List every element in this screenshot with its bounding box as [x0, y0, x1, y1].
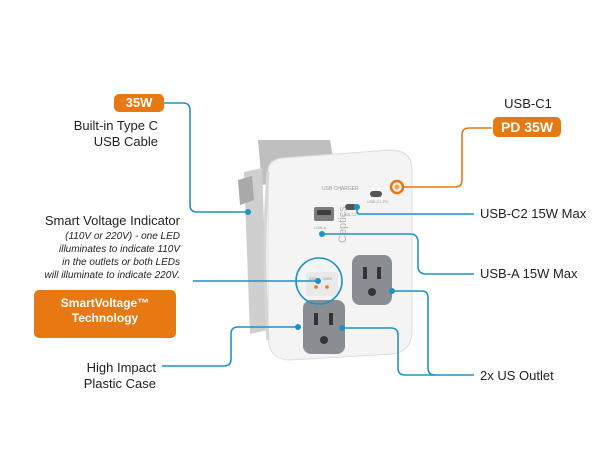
- leader-cable: [164, 102, 248, 213]
- voltage-note-line: will illuminate to indicate 220V.: [44, 270, 180, 281]
- port-label-a: USB-A: [314, 225, 327, 230]
- badge-35w: 35W: [114, 94, 164, 112]
- leader-usba: [322, 233, 474, 275]
- smartvoltage-line2: Technology: [71, 311, 139, 325]
- cable-line1: Built-in Type C: [73, 118, 158, 133]
- led-220v: [325, 285, 329, 289]
- leader-outlet-lower: [342, 327, 474, 376]
- led-panel: [306, 272, 338, 296]
- led-label-110: 110V: [323, 276, 332, 281]
- led-label-220: 220V: [309, 276, 319, 281]
- usb-c2-port: [345, 204, 357, 210]
- usbc2-label: USB-C2 15W Max: [480, 206, 587, 221]
- port-label-c1: USB-C1 PD: [367, 199, 388, 204]
- device-header: USB CHARGER: [322, 186, 359, 192]
- smartvoltage-badge: SmartVoltage™ Technology: [34, 290, 176, 338]
- outlet-lower: [303, 300, 345, 354]
- usb-c1-port: [370, 191, 382, 197]
- usb-c1-indicator: [389, 179, 405, 195]
- voltage-title: Smart Voltage Indicator: [44, 213, 180, 228]
- leader-usbc2: [356, 207, 474, 215]
- smartvoltage-line1: SmartVoltage™: [60, 296, 150, 310]
- leader-case: [162, 326, 298, 367]
- led-110v: [314, 285, 318, 289]
- cable-clip: [238, 176, 254, 205]
- device-edge: [263, 171, 270, 341]
- usbc1-badge: PD 35W: [493, 117, 561, 137]
- usba-label: USB-A 15W Max: [480, 266, 578, 281]
- case-line2: Plastic Case: [83, 376, 156, 391]
- callout-cable: Built-in Type C USB Cable: [30, 118, 158, 150]
- leader-usbc1: [404, 127, 492, 188]
- leader-outlet-upper: [392, 290, 436, 376]
- outlet-label: 2x US Outlet: [480, 368, 554, 383]
- case-line1: High Impact: [86, 360, 156, 375]
- voltage-note-line: (110V or 220V) - one LED: [65, 231, 180, 242]
- port-label-c2: USB-C2: [342, 212, 357, 217]
- device-side-sleeve: [244, 168, 268, 334]
- usbc1-label: USB-C1: [504, 96, 552, 111]
- voltage-note: (110V or 220V) - one LED illuminates to …: [14, 230, 180, 282]
- outlet-upper: [352, 255, 392, 305]
- cable-line2: USB Cable: [93, 134, 158, 149]
- voltage-note-line: in the outlets or both LEDs: [62, 257, 180, 268]
- callout-case: High Impact Plastic Case: [40, 360, 156, 392]
- voltage-note-line: illuminates to indicate 110V: [59, 244, 180, 255]
- led-highlight-ring: [295, 257, 343, 305]
